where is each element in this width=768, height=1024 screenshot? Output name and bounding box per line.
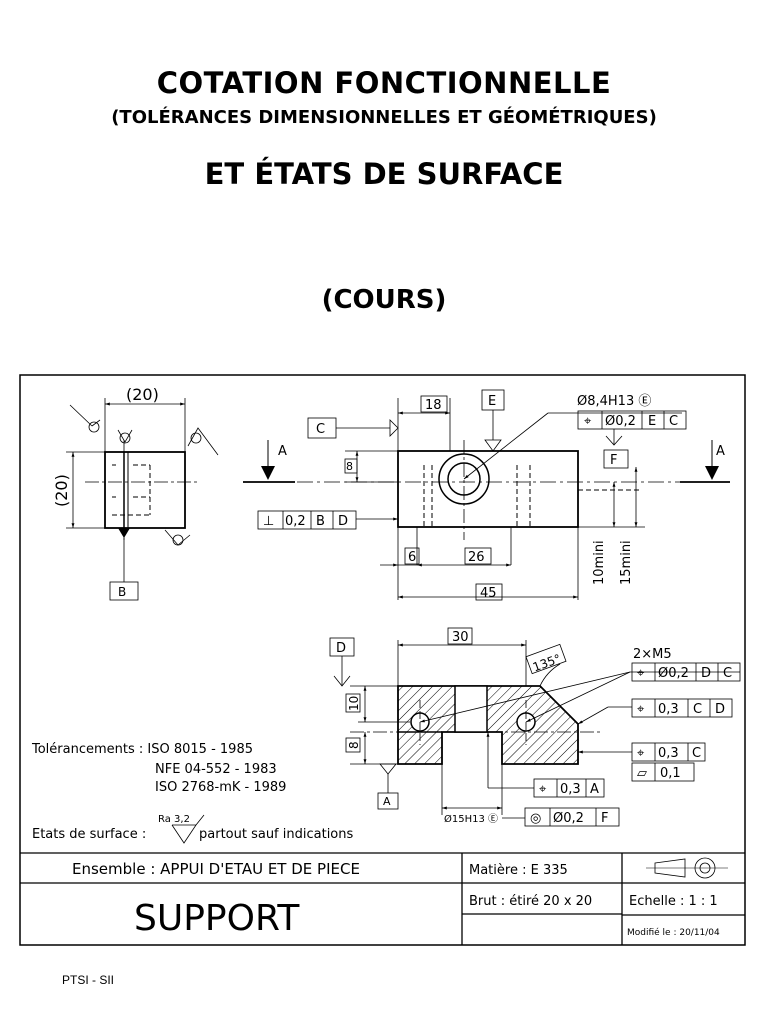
section-view: [329, 627, 741, 827]
dim-30: 30: [452, 630, 469, 645]
frame-pos-top-d2: C: [669, 414, 678, 429]
frame-03cd-d2: D: [715, 702, 725, 717]
ensemble-label: Ensemble : APPUI D'ETAU ET DE PIECE: [72, 860, 360, 878]
frame-03c-sym: ⌖: [637, 746, 645, 761]
modifie-label: Modifié le : 20/11/04: [627, 927, 720, 938]
frame-perp-d2: D: [338, 514, 348, 529]
title-block: [20, 852, 745, 945]
frame-pos-top-tol: Ø0,2: [605, 414, 636, 429]
surface-note-rest: partout sauf indications: [199, 827, 354, 842]
surface-note-label: Etats de surface :: [32, 827, 146, 842]
part-name: SUPPORT: [134, 898, 300, 939]
frame-03c-tol: 0,3: [658, 746, 679, 761]
dim-45: 45: [480, 586, 497, 601]
dim-6: 6: [408, 550, 416, 565]
frame-perp-sym: ⊥: [263, 514, 274, 529]
dim-10: 10: [347, 696, 361, 711]
frame-flat-tol: 0,1: [660, 766, 681, 781]
brut-label: Brut : étiré 20 x 20: [469, 894, 592, 909]
page-title: COTATION FONCTIONNELLE: [156, 66, 612, 100]
dim-18: 18: [425, 398, 442, 413]
dim-20-side: (20): [52, 474, 71, 507]
frame-m5-d1: D: [701, 666, 711, 681]
datum-f: F: [610, 453, 617, 468]
datum-d: D: [336, 641, 346, 656]
drawing-frame: [19, 374, 746, 946]
frame-m5-sym: ⌖: [637, 666, 645, 681]
section-a-left: A: [278, 444, 287, 459]
frame-conc-d1: F: [601, 811, 608, 826]
frame-03cd-sym: ⌖: [637, 702, 645, 717]
echelle-label: Echelle : 1 : 1: [629, 894, 718, 909]
frame-03c-d1: C: [692, 746, 701, 761]
frame-perp-tol: 0,2: [285, 514, 306, 529]
page-title-sub: (TOLÉRANCES DIMENSIONNELLES ET GÉOMÉTRIQ…: [111, 107, 657, 128]
datum-b: B: [118, 585, 126, 599]
ra-value: Ra 3,2: [158, 814, 190, 825]
datum-e: E: [488, 394, 496, 409]
page-subtitle: (COURS): [321, 285, 447, 315]
dim-bore: Ø15H13 Ⓔ: [444, 813, 498, 825]
tol-note-3: ISO 2768-mK - 1989: [155, 780, 286, 795]
frame-m5-d2: C: [723, 666, 732, 681]
frame-pos-top-sym: ⌖: [584, 414, 592, 429]
roughness-symbol: [171, 814, 205, 844]
side-view: [66, 398, 219, 601]
frame-conc-sym: ◎: [530, 811, 541, 826]
frame-flat-sym: ▱: [637, 766, 647, 781]
frame-perp-d1: B: [316, 514, 325, 529]
datum-a: A: [383, 795, 391, 808]
front-view: [243, 389, 730, 601]
frame-03a-tol: 0,3: [560, 782, 581, 797]
footer: PTSI - SII: [62, 973, 115, 987]
hole-spec: Ø8,4H13 Ⓔ: [577, 394, 651, 409]
dim-15mini: 15mini: [619, 540, 634, 585]
frame-m5-tol: Ø0,2: [658, 666, 689, 681]
tol-note-1: Tolérancements : ISO 8015 - 1985: [31, 742, 253, 757]
frame-03a-d1: A: [590, 782, 599, 797]
datum-c: C: [316, 422, 325, 437]
frame-pos-top-d1: E: [648, 414, 656, 429]
dim-8: 8: [346, 460, 353, 473]
matiere-label: Matière : E 335: [469, 863, 568, 878]
dim-26: 26: [468, 550, 485, 565]
dim-20-top: (20): [126, 385, 159, 404]
frame-conc-tol: Ø0,2: [553, 811, 584, 826]
thread-spec: 2×M5: [633, 647, 672, 662]
tol-note-2: NFE 04-552 - 1983: [155, 762, 277, 777]
frame-03cd-tol: 0,3: [658, 702, 679, 717]
frame-03a-sym: ⌖: [539, 782, 547, 797]
dim-angle: 135°: [531, 651, 563, 674]
section-a-right: A: [716, 444, 725, 459]
frame-03cd-d1: C: [693, 702, 702, 717]
dim-8-section: 8: [347, 741, 361, 749]
page-title-line3: ET ÉTATS DE SURFACE: [204, 157, 564, 191]
dim-10mini: 10mini: [592, 540, 607, 585]
